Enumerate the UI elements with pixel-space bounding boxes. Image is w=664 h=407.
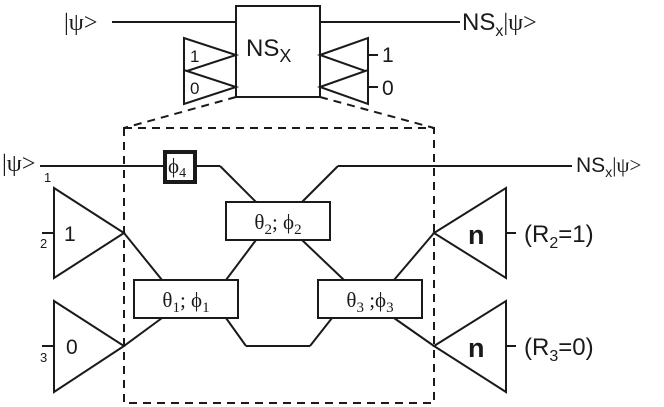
beamsplitter-3-box <box>317 279 423 319</box>
phase-shifter-label: ϕ4 <box>168 154 186 181</box>
detector-2-symbol: n <box>468 220 485 250</box>
mode-label-1: 1 <box>44 170 51 185</box>
zoom-line-right <box>319 96 435 129</box>
beamsplitter-2-label: θ2; ϕ2 <box>254 210 301 238</box>
top-ancilla-source-0 <box>183 68 240 106</box>
bs3-to-detector-2-wire <box>393 232 435 281</box>
mode-label-3: 3 <box>40 350 47 365</box>
beamsplitter-3-label: θ3 ;ϕ3 <box>346 288 393 316</box>
detector-3-condition: (R3=0) <box>524 334 594 365</box>
bs3-lower-in-wire <box>309 317 333 347</box>
expanded-network: |ψ> 1 ϕ4 NSx|ψ> 2 1 3 0 θ2; ϕ2 θ1; ϕ1 <box>2 127 641 404</box>
top-detector-value-1: 1 <box>382 44 394 67</box>
top-ancilla-value-1: 1 <box>190 47 199 66</box>
detector-2-condition: (R2=1) <box>524 221 594 252</box>
top-ancilla-source-1 <box>183 36 240 74</box>
bs2-to-output-wire <box>301 165 339 203</box>
beamsplitter-1-label: θ1; ϕ1 <box>162 288 209 316</box>
mode-2-source-value: 1 <box>64 223 76 246</box>
top-input-state-label: |ψ> <box>64 10 97 36</box>
ns-gate-box <box>235 5 321 98</box>
mode-label-2: 2 <box>40 236 47 251</box>
beamsplitter-2-box <box>225 201 331 241</box>
mode-3-source-value: 0 <box>66 336 78 359</box>
detector-3-symbol: n <box>468 333 485 363</box>
top-ns-gate: |ψ> NSX NSx|ψ> 1 0 1 0 <box>64 5 537 106</box>
ns-gate-label: NSX <box>246 35 291 66</box>
bs3-to-detector-3-wire <box>393 317 435 347</box>
top-ancilla-value-0: 0 <box>190 79 199 98</box>
zoom-line-left <box>123 96 237 129</box>
mode-2-to-bs1-wire <box>123 232 163 281</box>
bottom-output-label: NSx|ψ> <box>576 153 641 180</box>
top-detector-1 <box>317 36 369 74</box>
mode-1-to-bs2-wire <box>219 165 257 203</box>
beamsplitter-1-box <box>133 279 239 319</box>
mode-3-source <box>53 299 126 394</box>
mode-3-to-bs1-wire <box>123 317 163 347</box>
bs1-to-bs2-wire <box>225 239 257 281</box>
bottom-input-state-label: |ψ> <box>2 151 35 177</box>
bs1-lower-out-wire <box>225 317 247 347</box>
expansion-boundary <box>123 127 435 404</box>
top-output-label: NSx|ψ> <box>462 9 537 40</box>
bs2-to-bs3-wire <box>301 239 345 281</box>
phase-shifter-box <box>163 150 197 184</box>
top-detector-value-0: 0 <box>382 77 394 100</box>
